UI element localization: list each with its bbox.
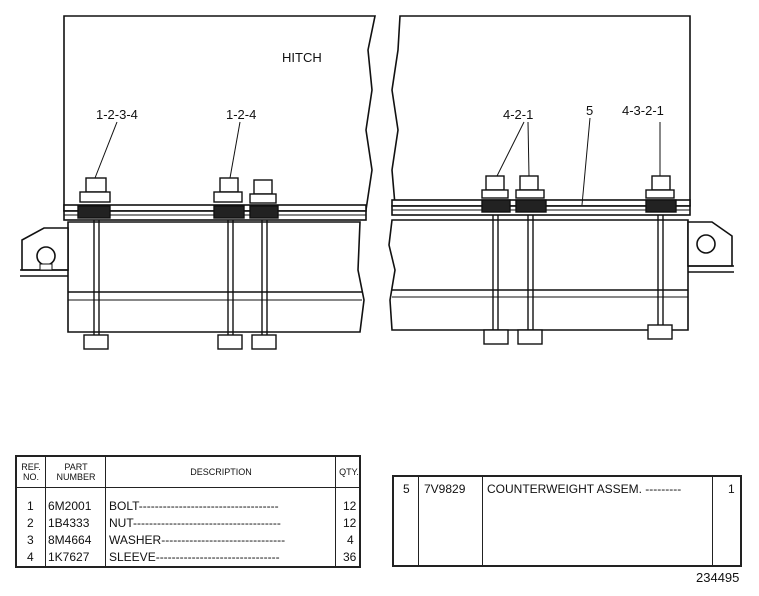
hitch-label: HITCH xyxy=(282,50,322,65)
header-part-number: PART NUMBER xyxy=(56,462,96,482)
row-ref: 2 xyxy=(27,516,34,530)
row-qty: 4 xyxy=(347,533,354,547)
header-description: DESCRIPTION xyxy=(190,467,252,477)
row-description: BOLT----------------------------------- xyxy=(109,499,279,513)
callout-1-2-3-4-left: 1-2-3-4 xyxy=(96,107,138,122)
callout-1-2-4: 1-2-4 xyxy=(226,107,257,122)
row-part: 1K7627 xyxy=(48,550,90,564)
callout-4-2-1: 4-2-1 xyxy=(503,107,534,122)
assembly-qty: 1 xyxy=(728,482,735,496)
row-description: NUT------------------------------------- xyxy=(109,516,281,530)
row-qty: 12 xyxy=(343,499,357,513)
row-part: 8M4664 xyxy=(48,533,92,547)
row-ref: 3 xyxy=(27,533,34,547)
row-qty: 36 xyxy=(343,550,357,564)
assembly-description: COUNTERWEIGHT ASSEM. --------- xyxy=(487,482,682,496)
header-qty: QTY. xyxy=(339,467,359,477)
row-ref: 4 xyxy=(27,550,34,564)
callout-5: 5 xyxy=(586,103,594,118)
assembly-ref: 5 xyxy=(403,482,410,496)
row-description: WASHER------------------------------- xyxy=(109,533,286,547)
row-part: 1B4333 xyxy=(48,516,90,530)
row-description: SLEEVE------------------------------- xyxy=(109,550,280,564)
row-ref: 1 xyxy=(27,499,34,513)
figure-number: 234495 xyxy=(696,570,740,585)
header-ref-no: REF. NO. xyxy=(21,462,41,482)
assembly-part: 7V9829 xyxy=(424,482,466,496)
row-part: 6M2001 xyxy=(48,499,92,513)
row-qty: 12 xyxy=(343,516,357,530)
assembly-table: 5 7V9829 COUNTERWEIGHT ASSEM. --------- … xyxy=(392,475,742,567)
callout-4-3-2-1: 4-3-2-1 xyxy=(622,103,664,118)
parts-table: REF. NO. PART NUMBER DESCRIPTION QTY. 1 … xyxy=(15,455,361,568)
